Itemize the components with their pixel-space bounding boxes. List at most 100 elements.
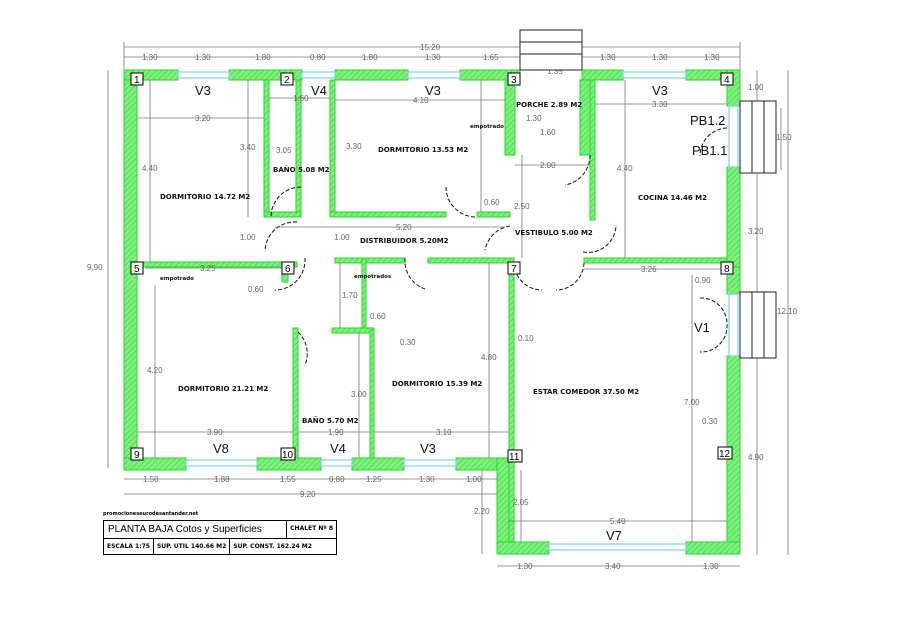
svg-text:4: 4 bbox=[724, 75, 730, 86]
svg-text:1.80: 1.80 bbox=[362, 53, 378, 62]
stairs bbox=[519, 29, 777, 359]
svg-text:3.40: 3.40 bbox=[605, 562, 621, 571]
svg-text:4.10: 4.10 bbox=[413, 96, 429, 105]
corner-markers: 1 2 3 4 5 6 7 8 9 10 11 12 bbox=[130, 72, 734, 463]
room-labels: DORMITORIO 14.72 M2 BAÑO 5.08 M2 DORMITO… bbox=[160, 101, 707, 425]
svg-text:1: 1 bbox=[134, 75, 140, 86]
svg-text:V3: V3 bbox=[195, 83, 211, 98]
svg-text:1.30: 1.30 bbox=[517, 562, 533, 571]
svg-text:0.80: 0.80 bbox=[310, 53, 326, 62]
room-dormitorio-1: DORMITORIO 14.72 M2 bbox=[160, 193, 250, 201]
left-dimensions: 9.90 bbox=[87, 70, 109, 468]
top-dimensions: 15.20 1.30 1.30 1.80 0.80 1.80 1.30 1.65… bbox=[123, 42, 741, 76]
svg-text:1.35: 1.35 bbox=[547, 67, 563, 76]
svg-text:1.60: 1.60 bbox=[293, 94, 309, 103]
svg-text:1.90: 1.90 bbox=[328, 428, 344, 437]
svg-text:0.30: 0.30 bbox=[702, 417, 718, 426]
svg-text:3.05: 3.05 bbox=[276, 146, 292, 155]
doors bbox=[264, 127, 728, 366]
svg-text:1.30: 1.30 bbox=[652, 53, 668, 62]
svg-text:10: 10 bbox=[282, 450, 294, 461]
svg-text:V8: V8 bbox=[213, 441, 229, 456]
svg-text:empotrados: empotrados bbox=[354, 274, 392, 280]
svg-text:3.30: 3.30 bbox=[652, 100, 668, 109]
svg-text:V4: V4 bbox=[311, 83, 327, 98]
bottom-dimensions: 1.50 1.88 1.55 0.80 1.25 1.30 1.00 9.20 … bbox=[124, 475, 740, 571]
svg-text:1.00: 1.00 bbox=[334, 233, 350, 242]
svg-text:3.30: 3.30 bbox=[346, 142, 362, 151]
svg-text:1.00: 1.00 bbox=[748, 83, 764, 92]
svg-text:9.20: 9.20 bbox=[300, 490, 316, 499]
svg-text:1.50: 1.50 bbox=[143, 475, 159, 484]
svg-text:V4: V4 bbox=[330, 441, 346, 456]
svg-text:0.60: 0.60 bbox=[484, 198, 500, 207]
sup-util: SUP. UTIL 140.66 M2 bbox=[154, 539, 231, 554]
svg-text:1.65: 1.65 bbox=[483, 53, 499, 62]
drawing-title: PLANTA BAJA Cotos y Superficies bbox=[104, 521, 288, 538]
svg-text:12: 12 bbox=[719, 449, 731, 460]
svg-text:1.30: 1.30 bbox=[425, 53, 441, 62]
svg-text:2.50: 2.50 bbox=[514, 202, 530, 211]
svg-text:0.60: 0.60 bbox=[370, 312, 386, 321]
svg-text:0.30: 0.30 bbox=[400, 338, 416, 347]
svg-text:PB1.2: PB1.2 bbox=[690, 113, 725, 128]
svg-text:1.70: 1.70 bbox=[342, 291, 358, 300]
room-bano-1: BAÑO 5.08 M2 bbox=[273, 165, 330, 174]
svg-text:1.80: 1.80 bbox=[255, 53, 271, 62]
svg-text:3.25: 3.25 bbox=[200, 264, 216, 273]
svg-text:5.40: 5.40 bbox=[610, 517, 626, 526]
room-dormitorio-2: DORMITORIO 13.53 M2 bbox=[378, 146, 468, 154]
svg-text:1.30: 1.30 bbox=[195, 53, 211, 62]
room-porche: PORCHE 2.89 M2 bbox=[516, 101, 582, 109]
room-dormitorio-3: DORMITORIO 21.21 M2 bbox=[178, 385, 268, 393]
svg-text:2.00: 2.00 bbox=[540, 161, 556, 170]
website-label: promocioneseurodesantander.net bbox=[103, 511, 199, 517]
sup-const: SUP. CONST. 162.24 M2 bbox=[233, 543, 312, 550]
svg-text:12.10: 12.10 bbox=[777, 307, 798, 316]
scale: ESCALA 1:75 bbox=[104, 539, 154, 554]
svg-text:empotrado: empotrado bbox=[160, 276, 194, 282]
svg-text:9.90: 9.90 bbox=[87, 263, 103, 272]
svg-text:8: 8 bbox=[724, 264, 730, 275]
svg-text:1.30: 1.30 bbox=[142, 53, 158, 62]
svg-text:2.20: 2.20 bbox=[474, 507, 490, 516]
svg-text:4.40: 4.40 bbox=[617, 164, 633, 173]
room-cocina: COCINA 14.46 M2 bbox=[638, 194, 707, 202]
svg-text:V3: V3 bbox=[652, 83, 668, 98]
svg-text:3: 3 bbox=[511, 75, 517, 86]
chalet-number: CHALET Nº 8 bbox=[290, 525, 333, 532]
room-distribuidor: DISTRIBUIDOR 5.20M2 bbox=[360, 237, 449, 245]
room-vestibulo: VESTIBULO 5.00 M2 bbox=[515, 229, 593, 237]
svg-text:1.30: 1.30 bbox=[703, 562, 719, 571]
svg-text:2: 2 bbox=[284, 75, 290, 86]
svg-text:3.40: 3.40 bbox=[240, 143, 256, 152]
svg-text:3.10: 3.10 bbox=[436, 428, 452, 437]
svg-text:3.26: 3.26 bbox=[641, 265, 657, 274]
title-block: PLANTA BAJA Cotos y Superficies CHALET N… bbox=[103, 520, 337, 555]
svg-text:3.20: 3.20 bbox=[195, 114, 211, 123]
svg-text:PB1.1: PB1.1 bbox=[692, 143, 727, 158]
svg-text:7: 7 bbox=[511, 264, 517, 275]
svg-text:4.40: 4.40 bbox=[142, 164, 158, 173]
svg-text:1.60: 1.60 bbox=[540, 128, 556, 137]
svg-text:0.10: 0.10 bbox=[518, 334, 534, 343]
svg-text:1.50: 1.50 bbox=[776, 133, 792, 142]
svg-text:9: 9 bbox=[134, 450, 140, 461]
svg-text:6: 6 bbox=[285, 264, 291, 275]
svg-text:0.80: 0.80 bbox=[329, 475, 345, 484]
svg-text:5: 5 bbox=[134, 264, 140, 275]
svg-text:1.00: 1.00 bbox=[240, 233, 256, 242]
svg-text:4.90: 4.90 bbox=[748, 453, 764, 462]
svg-text:V3: V3 bbox=[425, 83, 441, 98]
svg-text:1.00: 1.00 bbox=[466, 475, 482, 484]
svg-text:1.88: 1.88 bbox=[214, 475, 230, 484]
svg-text:V1: V1 bbox=[694, 320, 710, 335]
svg-text:11: 11 bbox=[509, 452, 520, 463]
inner-dimensions: 3.20 4.40 3.40 1.00 1.60 3.05 4.10 3.30 … bbox=[137, 80, 727, 554]
svg-text:V7: V7 bbox=[606, 528, 622, 543]
svg-text:3.00: 3.00 bbox=[351, 390, 367, 399]
windows bbox=[177, 71, 739, 551]
svg-text:0.90: 0.90 bbox=[695, 276, 711, 285]
svg-text:empotrado: empotrado bbox=[470, 124, 504, 130]
